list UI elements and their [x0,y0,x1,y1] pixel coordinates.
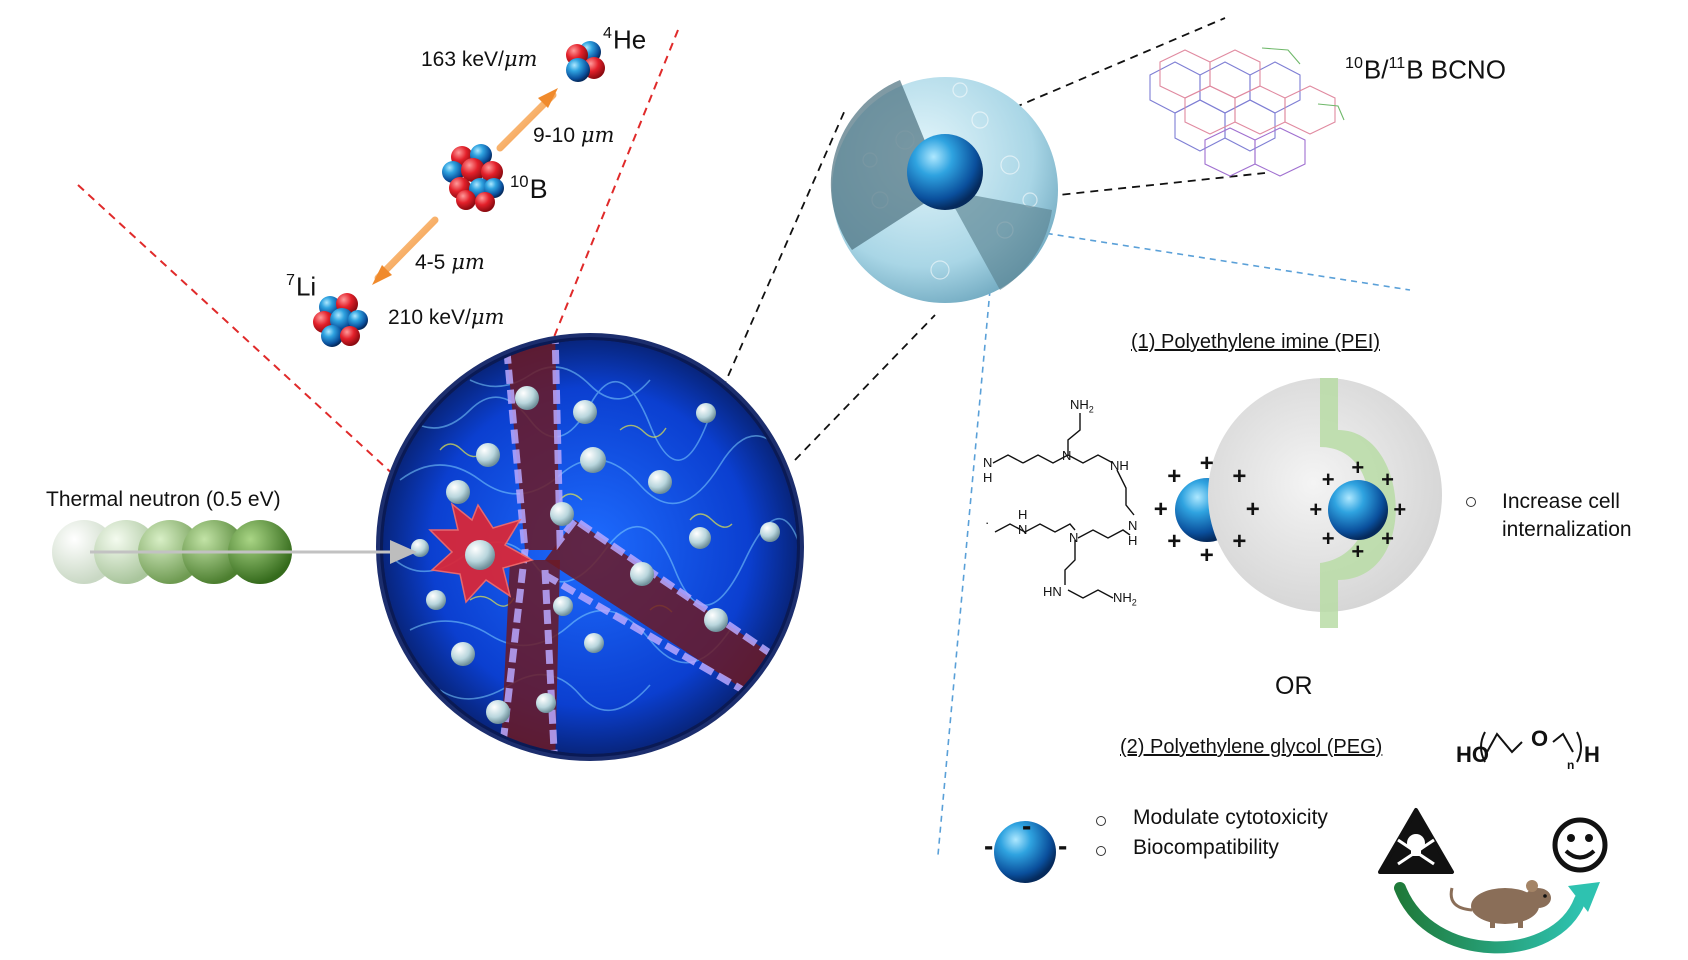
negative-charge-3: - [1058,830,1068,861]
li-stopping-power-unit: μm [470,305,505,329]
peg-o: O [1531,726,1549,751]
positive-charge-right-7: + [1309,496,1323,522]
li-7-mass-number: 7 [286,271,295,289]
he-stopping-power-value: 163 keV/ [421,48,504,71]
smiley-face-icon [1552,817,1608,873]
bcno-lattice [1149,47,1345,177]
li-range-value: 4-5 [415,251,452,274]
li-7-symbol: Li [295,271,317,302]
boron-nanoparticles [411,386,780,724]
bcno-label: 10B/11B BCNO [1345,54,1506,85]
pei-nh2-top: NH2 [1070,397,1094,415]
li-7-label: 7Li [286,271,316,302]
he-4-symbol: He [612,24,647,55]
he-range-value: 9-10 [533,124,581,147]
negative-charge-2: - [984,830,994,861]
pei-effect-line-2: internalization [1502,518,1632,541]
he-range-label: 9-10 μm [533,123,614,148]
nanoparticle-core [907,134,983,210]
bullet-cytotoxicity [1096,816,1106,826]
pei-n-upper: N [1062,448,1072,463]
mouse-icon [1449,880,1551,928]
peg-n: n [1567,758,1575,772]
positive-charge-left-4: + [1232,528,1247,556]
bcno-separator: / [1381,54,1389,85]
b-10-mass-number: 10 [510,172,529,191]
peg-ho: HO [1456,742,1489,767]
li-stopping-power-value: 210 keV/ [388,306,471,329]
peg-formula [1480,731,1582,763]
peg-nanoparticle [994,821,1056,883]
peg-effect-1: Modulate cytotoxicity [1133,806,1328,829]
pei-hn-bottom: HN [1043,584,1062,599]
bcno-b11-text: B BCNO [1406,54,1506,85]
positive-charge-left-1: + [1199,449,1214,477]
internalized-nanoparticle [1328,480,1388,540]
positive-charge-right-1: + [1351,454,1365,480]
bullet-biocompatibility [1096,846,1106,856]
thermal-neutrons [52,520,417,584]
blood-vessel [496,340,782,754]
pei-heading: (1) Polyethylene imine (PEI) [1131,331,1380,353]
b-10-symbol: B [529,173,548,204]
pei-nh2-bottom: NH2 [1113,590,1137,608]
bullet-internalization [1466,497,1476,507]
positive-charge-right-2: + [1381,467,1394,493]
blue-dashed-line-bottom [937,289,991,856]
positive-charge-left-8: + [1167,463,1182,491]
positive-charge-right-8: + [1321,467,1335,493]
pei-structure [992,413,1135,599]
bcno-b11-mass: 11 [1388,54,1406,72]
he-4-label: 4He [603,24,646,55]
peg-heading: (2) Polyethylene glycol (PEG) [1120,736,1383,758]
pei-n-lower: N [1069,530,1079,545]
positive-charge-left-5: + [1199,541,1214,569]
lithium-7-nucleus [313,293,368,347]
tumor-cell [376,333,804,761]
he-range-unit: μm [580,123,615,147]
positive-charge-left-7: + [1153,495,1168,523]
pei-chain-left: · [985,515,990,530]
he-4-mass-number: 4 [603,24,612,42]
red-dashed-line-left [77,184,471,546]
improvement-arc-arrow [1394,882,1600,954]
li-stopping-power-label: 210 keV/μm [388,305,504,330]
pei-effect-line-1: Increase cell [1502,490,1620,513]
toxicity-warning-icon [1378,808,1454,874]
he-stopping-power-label: 163 keV/μm [421,47,537,72]
thermal-neutron-label: Thermal neutron (0.5 eV) [46,488,281,511]
li-range-label: 4-5 μm [415,250,485,275]
pei-nh-right: NH [1110,458,1129,473]
li-range-unit: μm [451,250,485,274]
pei-effect-label: Increase cell internalization [1502,488,1632,544]
blue-dashed-line-top [1024,229,1411,291]
helium-4-nucleus [566,41,605,82]
positive-charge-right-6: + [1321,526,1335,552]
positive-charge-left-6: + [1167,528,1182,556]
b-10-label: 10B [510,172,548,205]
bcno-b10-mass: 10 [1345,54,1363,72]
cell-internalization [1208,378,1442,628]
positive-charge-right-3: + [1393,496,1407,522]
or-label: OR [1275,672,1313,700]
captured-particle [465,540,495,570]
positive-charge-right-5: + [1351,538,1365,564]
boron-10-nucleus [442,144,504,212]
zoom-line-2 [794,314,936,461]
peg-h: H [1584,742,1600,767]
positive-charge-left-3: + [1245,495,1260,523]
positive-charge-right-4: + [1381,526,1394,552]
positive-charge-left-2: + [1232,463,1247,491]
core-shell-nanoparticle [830,77,1058,303]
negative-charge-1: - [1022,810,1032,841]
reaction-arrows [372,88,558,285]
he-stopping-power-unit: μm [503,47,538,71]
peg-effect-2: Biocompatibility [1133,836,1279,859]
bcno-b10-symbol: B [1363,54,1382,85]
